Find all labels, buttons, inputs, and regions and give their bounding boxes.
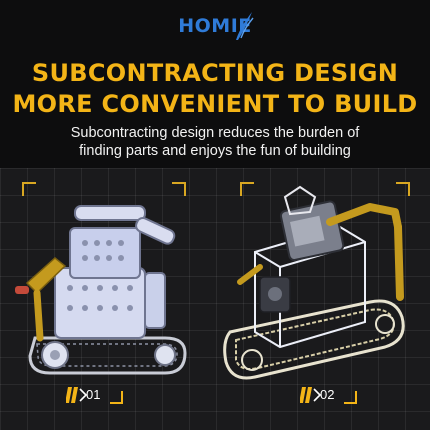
subtitle-line-2: finding parts and enjoys the fun of buil… xyxy=(79,143,351,159)
subtitle: Subcontracting design reduces the burden… xyxy=(0,124,430,160)
subtitle-line-1: Subcontracting design reduces the burden… xyxy=(70,125,360,141)
model-showcase: 01 02 xyxy=(0,168,430,430)
frame-corner xyxy=(22,182,36,196)
headline-line-2: MORE CONVENIENT TO BUILD xyxy=(12,90,418,118)
brand-logo: HOMIE xyxy=(0,8,430,44)
model-illustration-step-1 xyxy=(15,205,187,375)
frame-corner xyxy=(172,182,186,196)
feather-swoosh-icon xyxy=(236,12,254,40)
headline-line-1: SUBCONTRACTING DESIGN xyxy=(31,59,399,87)
step-badge-1: 01 xyxy=(66,385,124,405)
frame-corner xyxy=(240,182,254,196)
headline: SUBCONTRACTING DESIGN MORE CONVENIENT TO… xyxy=(0,58,430,120)
brand-name: HOMIE xyxy=(178,15,252,37)
frame-corner xyxy=(396,182,410,196)
play-triangle-icon xyxy=(300,387,357,404)
model-illustration-step-2 xyxy=(223,185,405,380)
step-label-2: 02 xyxy=(320,387,335,402)
step-label-1: 01 xyxy=(86,387,101,402)
play-triangle-icon xyxy=(66,387,123,404)
step-badge-2: 02 xyxy=(300,385,358,405)
